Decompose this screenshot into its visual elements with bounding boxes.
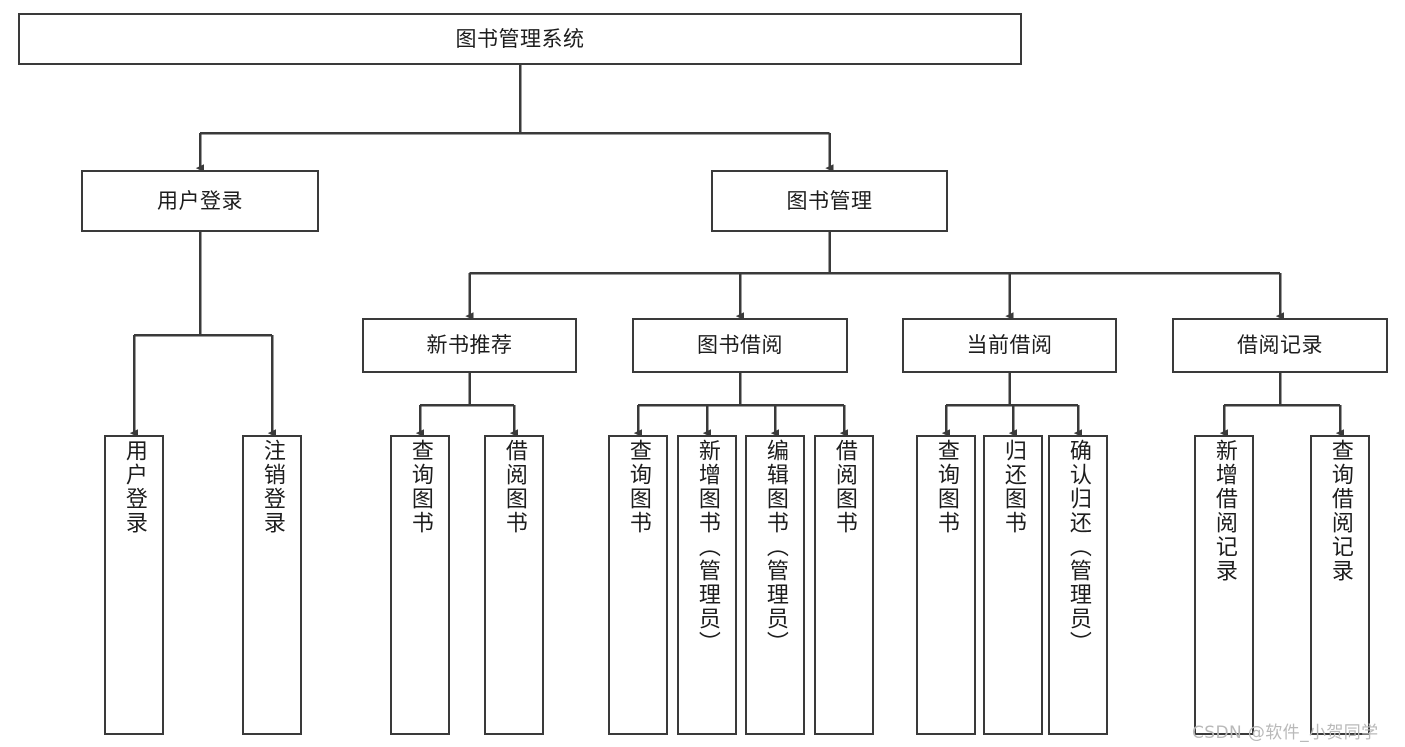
node-label-leaf-logout: 注销登录 [259, 439, 285, 535]
node-root[interactable]: 图书管理系统 [18, 13, 1022, 65]
node-label-leaf-query-book-1: 查询图书 [407, 439, 433, 535]
node-label-book-borrow: 图书借阅 [697, 333, 783, 358]
node-label-leaf-add-record: 新增借阅记录 [1211, 439, 1237, 583]
node-leaf-confirm-return[interactable]: 确认归还（管理员） [1048, 435, 1108, 735]
node-leaf-borrow-book-1[interactable]: 借阅图书 [484, 435, 544, 735]
node-label-user-login: 用户登录 [157, 188, 243, 213]
node-label-leaf-add-book: 新增图书（管理员） [694, 439, 720, 655]
node-label-leaf-user-login: 用户登录 [121, 439, 147, 535]
node-leaf-edit-book[interactable]: 编辑图书（管理员） [745, 435, 805, 735]
node-label-leaf-query-book-3: 查询图书 [933, 439, 959, 535]
node-label-leaf-borrow-book-1: 借阅图书 [501, 439, 527, 535]
node-label-new-book-rec: 新书推荐 [426, 333, 513, 358]
node-leaf-borrow-book-2[interactable]: 借阅图书 [814, 435, 874, 735]
node-leaf-logout[interactable]: 注销登录 [242, 435, 302, 735]
node-leaf-add-record[interactable]: 新增借阅记录 [1194, 435, 1254, 735]
node-leaf-query-record[interactable]: 查询借阅记录 [1310, 435, 1370, 735]
node-label-leaf-confirm-return: 确认归还（管理员） [1065, 439, 1091, 655]
node-borrow-record[interactable]: 借阅记录 [1172, 318, 1388, 373]
node-user-login[interactable]: 用户登录 [81, 170, 319, 232]
node-leaf-query-book-2[interactable]: 查询图书 [608, 435, 668, 735]
node-leaf-query-book-1[interactable]: 查询图书 [390, 435, 450, 735]
node-label-borrow-record: 借阅记录 [1237, 333, 1323, 358]
node-book-borrow[interactable]: 图书借阅 [632, 318, 848, 373]
node-book-manage[interactable]: 图书管理 [711, 170, 948, 232]
node-label-book-manage: 图书管理 [786, 188, 873, 213]
node-label-leaf-query-record: 查询借阅记录 [1327, 439, 1353, 583]
node-label-leaf-query-book-2: 查询图书 [625, 439, 651, 535]
node-label-current-borrow: 当前借阅 [966, 333, 1053, 358]
connector-group [129, 65, 1345, 438]
node-leaf-return-book[interactable]: 归还图书 [983, 435, 1043, 735]
node-new-book-rec[interactable]: 新书推荐 [362, 318, 577, 373]
node-label-leaf-return-book: 归还图书 [1000, 439, 1026, 535]
node-label-root: 图书管理系统 [455, 26, 585, 51]
node-label-leaf-borrow-book-2: 借阅图书 [831, 439, 857, 535]
node-leaf-query-book-3[interactable]: 查询图书 [916, 435, 976, 735]
node-leaf-add-book[interactable]: 新增图书（管理员） [677, 435, 737, 735]
node-current-borrow[interactable]: 当前借阅 [902, 318, 1117, 373]
node-label-leaf-edit-book: 编辑图书（管理员） [762, 439, 788, 655]
node-leaf-user-login[interactable]: 用户登录 [104, 435, 164, 735]
